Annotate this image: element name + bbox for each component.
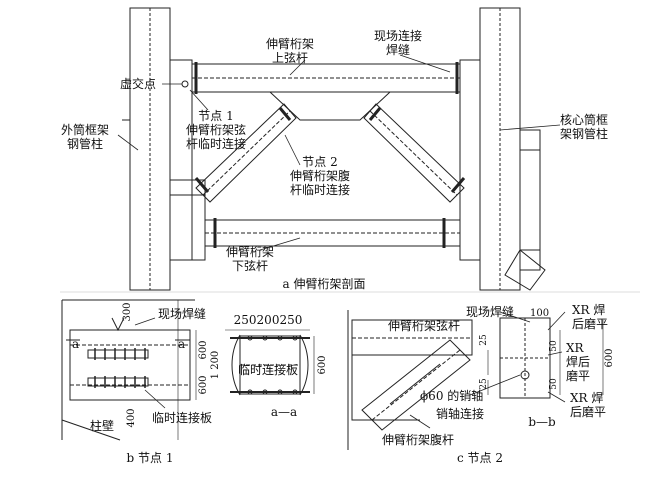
aa-temp-plate-label: 临时连接板 (238, 362, 298, 377)
c-dim-100: 100 (530, 308, 549, 319)
c-chord-label: 伸臂桁架弦杆 (388, 318, 460, 333)
b-dim-300: 300 (122, 302, 133, 321)
field-weld-label-2: 焊缝 (386, 42, 410, 57)
c-dim-50-a: 50 (549, 340, 559, 352)
left-web (195, 103, 297, 203)
c-xr2-line3: 磨平 (566, 369, 590, 383)
b-dim-600-a: 600 (198, 340, 209, 359)
figure-a-linework (122, 7, 546, 291)
figure-b-caption: b 节点 1 (127, 451, 174, 465)
figure-c-caption: c 节点 2 (457, 451, 503, 465)
b-section-a-right: a (178, 337, 185, 351)
figure-b-labels: 现场焊缝 300 600 1 200 600 400 柱壁 临时连接板 a a … (72, 302, 221, 465)
b-dim-1200: 1 200 (210, 351, 221, 380)
c-dim-25-b: 25 (479, 378, 489, 390)
b-dim-600-b: 600 (198, 375, 209, 394)
node1-label-2: 伸臂桁架弦 (186, 122, 246, 137)
virtual-point-label: 虚交点 (120, 76, 156, 91)
figure-c-labels: 伸臂桁架弦杆 伸臂桁架腹杆 现场焊缝 100 ϕ60 的销轴 销轴连接 XR 焊… (382, 302, 615, 465)
c-xr1-line2: 后磨平 (572, 317, 608, 331)
bottom-chord-label-1: 伸臂桁架 (226, 245, 274, 259)
top-chord-label-2: 上弦杆 (272, 50, 308, 65)
c-dim-25-a: 25 (479, 334, 489, 346)
c-xr3-line1: XR 焊 (570, 390, 603, 405)
top-chord-label-1: 伸臂桁架 (266, 37, 314, 51)
c-xr1-line1: XR 焊 (572, 302, 605, 317)
b-temp-plate-label: 临时连接板 (152, 410, 212, 425)
figure-aa-labels: 250200250 600 临时连接板 a—a (234, 313, 328, 419)
c-xr3-line2: 后磨平 (570, 405, 606, 419)
figure-a-caption: a 伸臂桁架剖面 (283, 277, 366, 291)
core-column-label-1: 核心筒框 (560, 112, 608, 127)
node2-label-3: 杆临时连接 (290, 182, 350, 197)
field-weld-label-1: 现场连接 (374, 28, 422, 43)
figure-a-labels: 伸臂桁架 上弦杆 现场连接 焊缝 虚交点 节点 1 伸臂桁架弦 杆临时连接 核心… (61, 28, 608, 291)
c-field-weld-label: 现场焊缝 (466, 304, 514, 319)
outer-column-label-2: 钢管柱 (67, 136, 103, 151)
c-web-label: 伸臂桁架腹杆 (382, 433, 454, 447)
node2-label-1: 节点 2 (302, 155, 337, 169)
b-section-a-left: a (72, 337, 79, 351)
figure-aa-caption: a—a (271, 405, 297, 419)
c-dim-600: 600 (604, 348, 615, 367)
c-web (361, 339, 471, 431)
bottom-chord-label-2: 下弦杆 (232, 258, 268, 273)
node1-label-3: 杆临时连接 (186, 136, 246, 151)
figure-c-linework (347, 310, 604, 450)
c-pin-label: ϕ60 的销轴 (420, 388, 483, 403)
c-pin-conn-label: 销轴连接 (436, 406, 484, 421)
c-xr2-line2: 焊后 (566, 354, 590, 369)
b-col-wall-label: 柱壁 (90, 418, 114, 433)
c-dim-50-b: 50 (549, 378, 559, 390)
outer-column-label-1: 外筒框架 (61, 122, 109, 137)
b-field-weld-label: 现场焊缝 (158, 306, 206, 321)
c-xr2-line1: XR (566, 341, 585, 355)
aa-dim-600: 600 (317, 355, 328, 374)
b-dim-400: 400 (126, 408, 137, 427)
c-section-bb: b—b (528, 415, 556, 429)
aa-dims-top: 250200250 (234, 313, 303, 327)
figure-b-linework (61, 299, 197, 441)
node2-label-2: 伸臂桁架腹 (290, 169, 350, 183)
node1-label-1: 节点 1 (198, 109, 233, 123)
figure-aa-linework (225, 329, 315, 396)
core-column-label-2: 架钢管柱 (560, 126, 608, 141)
